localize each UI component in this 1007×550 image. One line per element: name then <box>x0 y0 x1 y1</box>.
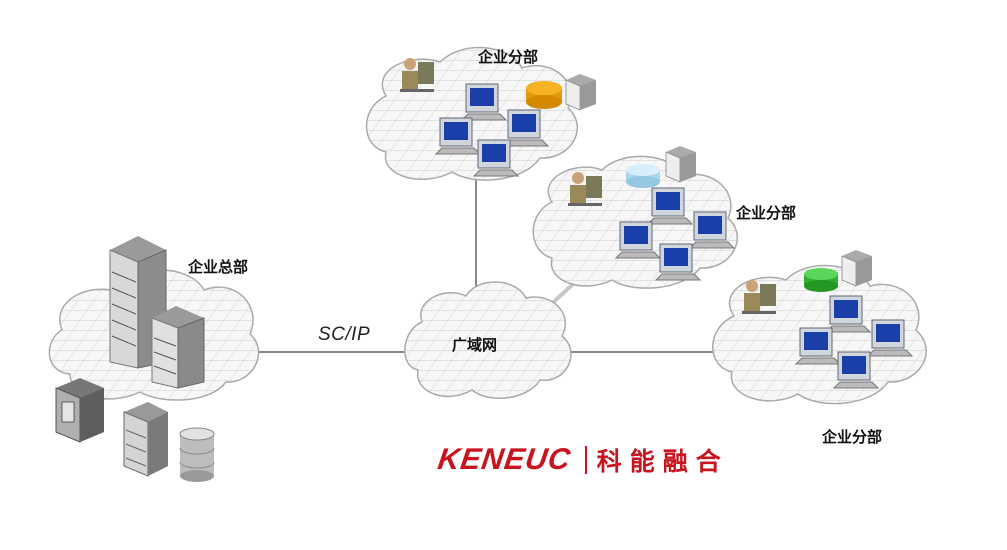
branch-top-label: 企业分部 <box>478 48 539 66</box>
hq-storage-tower-icon <box>123 402 168 477</box>
hq-building-icon <box>109 236 205 389</box>
branch-top-user-icon <box>400 58 434 92</box>
logo-brand: KENEUC <box>435 443 574 476</box>
protocol-label: SC/IP <box>318 324 371 345</box>
wan-label: 广域网 <box>452 336 498 354</box>
hq-label: 企业总部 <box>188 258 249 276</box>
branch-middle-user-icon <box>568 172 602 206</box>
branch-right-server-icon <box>841 250 872 287</box>
branch-top-server-icon <box>565 74 596 111</box>
branch-middle-computer-icon <box>614 187 736 281</box>
branch-top-database-icon <box>526 81 562 109</box>
branch-middle-label: 企业分部 <box>736 204 797 222</box>
branch-top-computer-icon <box>434 83 550 177</box>
hq-server-rack-icon <box>55 378 104 443</box>
company-logo: KENEUC 科能融合 <box>435 442 729 478</box>
branch-right-label: 企业分部 <box>822 428 883 446</box>
branch-right-computer-icon <box>794 295 914 389</box>
logo-separator <box>584 446 587 474</box>
branch-middle-server-icon <box>665 146 696 183</box>
logo-name: 科能融合 <box>596 447 729 476</box>
hq-database-icon <box>179 427 215 482</box>
branch-right-user-icon <box>742 280 776 314</box>
branch-right-database-icon <box>804 268 838 292</box>
branch-middle-database-icon <box>626 164 660 188</box>
wan-cloud <box>404 281 572 400</box>
